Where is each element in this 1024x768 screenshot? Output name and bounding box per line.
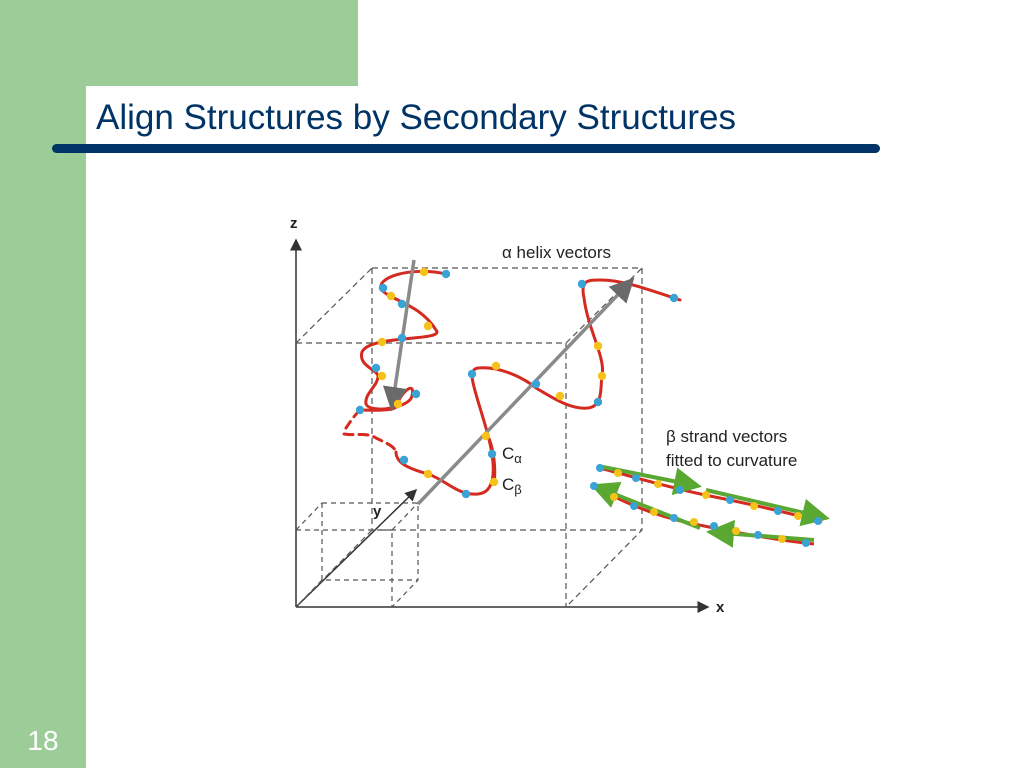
c-beta-atom bbox=[419, 267, 429, 277]
c-beta-atom bbox=[690, 518, 698, 526]
c-alpha-atom bbox=[487, 449, 497, 459]
c-beta-atom bbox=[614, 469, 622, 477]
c-alpha-atom bbox=[355, 405, 365, 415]
c-alpha-atom bbox=[397, 333, 407, 343]
c-alpha-atom bbox=[669, 293, 679, 303]
c-alpha-atom bbox=[399, 455, 409, 465]
c-beta-atom bbox=[732, 527, 740, 535]
c-beta-atom bbox=[377, 371, 387, 381]
beta-strand-upper-backbone bbox=[599, 466, 823, 524]
secondary-structure-diagram: z y x α helix vectors β strand vectors f… bbox=[290, 215, 830, 616]
c-alpha-atom bbox=[593, 397, 603, 407]
c-alpha-atom bbox=[590, 482, 598, 490]
inner-box bbox=[295, 502, 419, 608]
helix-vector-2 bbox=[416, 277, 635, 506]
c-alpha-atom bbox=[577, 279, 587, 289]
c-beta-atom bbox=[650, 508, 658, 516]
c-alpha-atom bbox=[630, 502, 638, 510]
c-alpha-atom bbox=[441, 269, 451, 279]
c-beta-atom bbox=[702, 491, 710, 499]
c-beta-atom bbox=[423, 469, 433, 479]
loop-dashed-backbone bbox=[342, 408, 398, 454]
c-alpha-atom bbox=[710, 522, 718, 530]
top-tab-band bbox=[0, 0, 358, 86]
c-beta-atom bbox=[654, 480, 662, 488]
c-alpha-label: Cα bbox=[502, 444, 522, 466]
title-rule bbox=[52, 144, 880, 153]
c-beta-atoms bbox=[377, 267, 607, 487]
coordinate-axes bbox=[290, 238, 710, 613]
c-alpha-atom bbox=[670, 514, 678, 522]
strand-vector-1 bbox=[597, 464, 702, 496]
c-alpha-atom bbox=[676, 486, 684, 494]
c-beta-atom bbox=[593, 341, 603, 351]
c-beta-atom bbox=[489, 477, 499, 487]
c-beta-atom bbox=[597, 371, 607, 381]
beta-strand-group bbox=[590, 464, 830, 548]
c-alpha-atom bbox=[411, 389, 421, 399]
c-alpha-atom bbox=[726, 496, 734, 504]
c-beta-atom bbox=[555, 391, 565, 401]
page-number: 18 bbox=[27, 725, 59, 756]
strand-vector-3 bbox=[706, 519, 815, 548]
c-beta-atom bbox=[423, 321, 433, 331]
x-axis-label: x bbox=[716, 599, 725, 616]
slide-title: Align Structures by Secondary Structures bbox=[96, 98, 737, 137]
c-alpha-atoms bbox=[355, 269, 679, 499]
strand-vectors-label-line2: fitted to curvature bbox=[666, 451, 797, 470]
c-alpha-atom bbox=[467, 369, 477, 379]
c-alpha-atom bbox=[461, 489, 471, 499]
c-beta-atom bbox=[491, 361, 501, 371]
z-axis-label: z bbox=[290, 215, 298, 232]
c-beta-atom bbox=[386, 291, 396, 301]
c-beta-atom bbox=[750, 502, 758, 510]
c-alpha-atom bbox=[754, 531, 762, 539]
strand-vector-4 bbox=[590, 481, 701, 530]
y-axis-label: y bbox=[373, 503, 382, 520]
c-alpha-atom bbox=[531, 379, 541, 389]
c-alpha-atom bbox=[596, 464, 604, 472]
strand-vectors-label-line1: β strand vectors bbox=[666, 427, 787, 446]
strand-vector-2 bbox=[705, 488, 830, 527]
c-beta-atom bbox=[393, 399, 403, 409]
helix-vectors-label: α helix vectors bbox=[502, 243, 611, 262]
c-beta-atom bbox=[610, 493, 618, 501]
c-alpha-atom bbox=[378, 283, 388, 293]
c-alpha-atom bbox=[371, 363, 381, 373]
c-alpha-atom bbox=[814, 517, 822, 525]
c-beta-atom bbox=[794, 512, 802, 520]
c-alpha-atom bbox=[774, 507, 782, 515]
c-beta-label: Cβ bbox=[502, 475, 522, 497]
sidebar-band bbox=[0, 0, 86, 768]
c-alpha-atom bbox=[632, 474, 640, 482]
title-panel bbox=[86, 86, 886, 146]
c-beta-atom bbox=[377, 337, 387, 347]
c-alpha-atom bbox=[802, 539, 810, 547]
c-alpha-atom bbox=[397, 299, 407, 309]
c-beta-atom bbox=[481, 431, 491, 441]
c-beta-atom bbox=[778, 535, 786, 543]
